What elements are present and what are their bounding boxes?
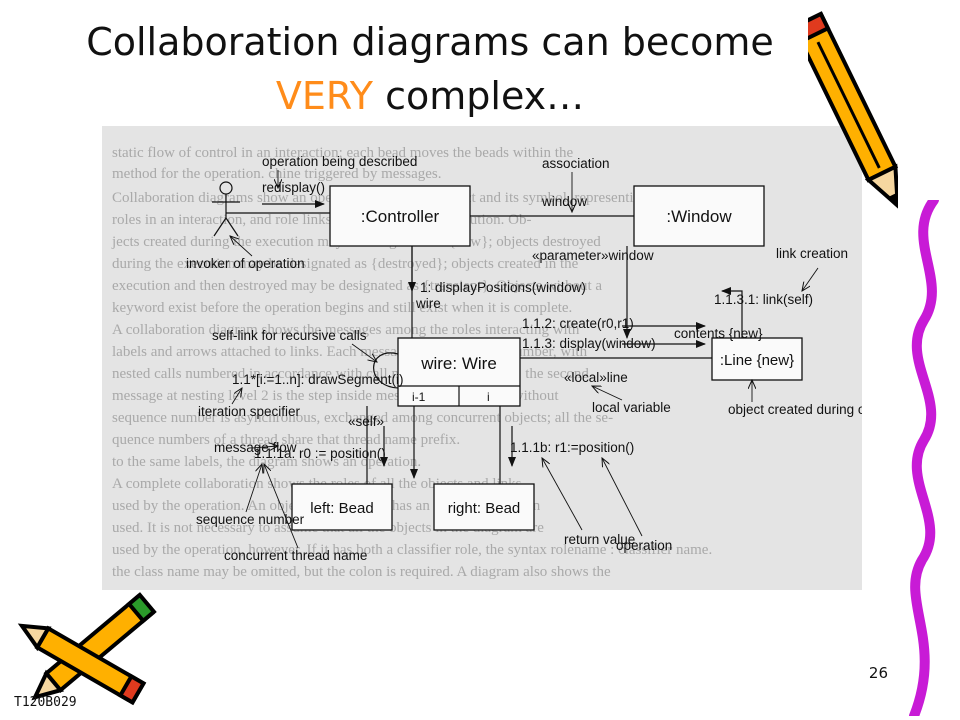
- msg-position-left: 1.1.1a: r0 := position(): [254, 446, 386, 461]
- bg-line: method for the operation. chine triggere…: [112, 166, 441, 182]
- actor-icon: [212, 181, 240, 237]
- title-rest: complex…: [373, 74, 585, 118]
- wire-slot-right: i: [487, 390, 490, 404]
- msg-display-positions: 1: displayPositions(window): [420, 280, 586, 295]
- bg-line: the class name may be omitted, but the c…: [112, 564, 611, 580]
- msg-draw-segment: 1.1*[i:=1..n]: drawSegment(i): [232, 372, 403, 387]
- msg-create: 1.1.2: create(r0,r1): [522, 316, 634, 331]
- note-sequence-number: sequence number: [196, 512, 305, 527]
- msg-wire: wire: [415, 296, 441, 311]
- object-wire: wire: Wire i-1 i: [397, 337, 521, 407]
- svg-text::Window: :Window: [666, 207, 732, 226]
- collaboration-diagram: static flow of control in an interaction…: [111, 145, 862, 580]
- note-local-variable: local variable: [592, 400, 671, 415]
- bg-line: used by the operation, however. If it ha…: [112, 542, 712, 558]
- scanned-diagram: static flow of control in an interaction…: [102, 126, 862, 590]
- decorative-swirl-icon: [909, 200, 939, 716]
- bg-line: during the execution may be designated a…: [112, 256, 579, 272]
- note-return-value: return value: [564, 532, 635, 547]
- svg-text::Controller: :Controller: [361, 207, 440, 226]
- msg-position-right: 1.1.1b: r1:=position(): [510, 440, 634, 455]
- note-iteration-specifier: iteration specifier: [198, 404, 301, 419]
- msg-redisplay: redisplay(): [262, 180, 325, 195]
- msg-local-line: «local»line: [564, 370, 628, 385]
- msg-link-self: 1.1.3.1: link(self): [714, 292, 813, 307]
- bg-line: A collaboration diagram shows the messag…: [112, 322, 580, 338]
- svg-text:left: Bead: left: Bead: [310, 500, 373, 517]
- object-window: :Window: [633, 185, 765, 247]
- svg-text:wire: Wire: wire: Wire: [420, 354, 497, 373]
- msg-window: window: [541, 194, 587, 209]
- note-operation: operation: [616, 538, 672, 553]
- bg-line: keyword exist before the operation begin…: [112, 300, 572, 316]
- object-line: :Line {new}: [711, 337, 803, 381]
- pencil-icon: [808, 11, 898, 211]
- object-left-bead: left: Bead: [291, 483, 393, 531]
- svg-text::Line {new}: :Line {new}: [720, 352, 794, 369]
- wire-slot-left: i-1: [412, 390, 426, 404]
- msg-contents-new: contents {new}: [674, 326, 763, 341]
- bg-line: to the same labels, the diagram shows an…: [112, 454, 421, 470]
- slide-number: 26: [868, 664, 888, 682]
- bg-line: quence numbers of a thread share that th…: [112, 432, 460, 448]
- title-highlight: VERY: [275, 74, 374, 118]
- svg-text:right: Bead: right: Bead: [448, 500, 521, 517]
- annotation-pointers: [230, 170, 819, 549]
- bg-line: execution and then destroyed may be desi…: [112, 278, 602, 294]
- object-right-bead: right: Bead: [433, 483, 535, 531]
- note-invoker: invoker of operation: [186, 256, 305, 271]
- note-link-creation: link creation: [776, 246, 848, 261]
- msg-display-window: 1.1.3: display(window): [522, 336, 656, 351]
- note-object-created: object created during operation: [728, 402, 862, 417]
- msg-parameter-window: «parameter»window: [532, 248, 654, 263]
- msg-self: «self»: [348, 414, 384, 429]
- note-concurrent-thread: concurrent thread name: [224, 548, 367, 563]
- slide-title-line2: VERY complex…: [0, 74, 860, 118]
- slide-title-line1: Collaboration diagrams can become: [86, 20, 774, 64]
- slide-code: T120B029: [14, 695, 77, 710]
- links: [226, 200, 743, 484]
- object-controller: :Controller: [329, 185, 471, 247]
- note-operation-described: operation being described: [262, 154, 417, 169]
- note-self-link: self-link for recursive calls: [212, 328, 367, 343]
- bg-line: sequence number is asynchronous, exchang…: [112, 410, 613, 426]
- note-association: association: [542, 156, 610, 171]
- bg-line: static flow of control in an interaction…: [112, 145, 573, 161]
- crossed-pencils-icon: [17, 592, 157, 706]
